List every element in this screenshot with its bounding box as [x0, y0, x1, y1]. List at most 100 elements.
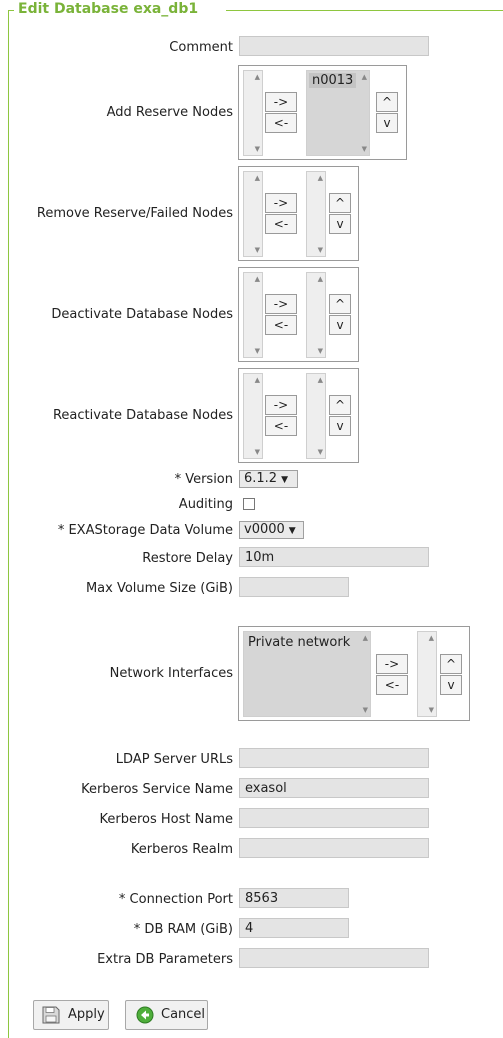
- move-up-button[interactable]: ^: [376, 92, 398, 112]
- apply-button[interactable]: Apply: [33, 1000, 109, 1030]
- scroll-up-icon[interactable]: ▲: [428, 634, 434, 642]
- move-right-button[interactable]: ->: [376, 654, 408, 674]
- chevron-down-icon: ▼: [288, 526, 296, 536]
- kerberos-service-label: Kerberos Service Name: [81, 782, 233, 797]
- deactivate-label: Deactivate Database Nodes: [51, 307, 233, 322]
- available-list[interactable]: ▲ ▼: [243, 70, 263, 156]
- move-down-button[interactable]: v: [329, 214, 351, 234]
- move-up-button[interactable]: ^: [329, 193, 351, 213]
- scroll-down-icon[interactable]: ▼: [317, 448, 323, 456]
- reactivate-label: Reactivate Database Nodes: [52, 408, 233, 423]
- move-down-button[interactable]: v: [440, 675, 462, 695]
- move-right-button[interactable]: ->: [265, 193, 297, 213]
- scroll-down-icon[interactable]: ▼: [428, 706, 434, 714]
- comment-label: Comment: [169, 40, 233, 55]
- floppy-disk-icon: [42, 1006, 60, 1024]
- move-left-button[interactable]: <-: [376, 675, 408, 695]
- reactivate-widget: ▲ ▼ -> <- ▲ ▼ ^ v: [238, 368, 359, 463]
- list-item[interactable]: Private network: [248, 635, 351, 650]
- move-down-button[interactable]: v: [329, 416, 351, 436]
- chevron-down-icon: ▼: [281, 475, 288, 485]
- scroll-up-icon[interactable]: ▲: [254, 174, 260, 182]
- ldap-input[interactable]: [239, 748, 429, 768]
- connection-port-input[interactable]: [239, 888, 349, 908]
- move-up-button[interactable]: ^: [329, 294, 351, 314]
- auditing-checkbox[interactable]: [243, 498, 255, 510]
- selected-list[interactable]: ▲ ▼: [306, 171, 326, 257]
- scroll-up-icon[interactable]: ▲: [362, 634, 368, 642]
- move-left-button[interactable]: <-: [265, 315, 297, 335]
- scroll-up-icon[interactable]: ▲: [317, 275, 323, 283]
- back-arrow-icon: [136, 1006, 154, 1024]
- selected-list[interactable]: ▲ ▼: [306, 373, 326, 459]
- fieldset-border-top: [226, 10, 503, 11]
- add-reserve-label: Add Reserve Nodes: [106, 105, 233, 120]
- move-left-button[interactable]: <-: [265, 214, 297, 234]
- db-ram-input[interactable]: [239, 918, 349, 938]
- kerberos-realm-label: Kerberos Realm: [130, 842, 233, 857]
- move-left-button[interactable]: <-: [265, 416, 297, 436]
- scroll-down-icon[interactable]: ▼: [254, 448, 260, 456]
- available-list[interactable]: Private network ▲ ▼: [243, 631, 371, 717]
- data-volume-label: * EXAStorage Data Volume: [57, 523, 233, 538]
- scroll-down-icon[interactable]: ▼: [317, 347, 323, 355]
- network-interfaces-widget: Private network ▲ ▼ -> <- ▲ ▼ ^ v: [238, 626, 470, 721]
- comment-input[interactable]: [239, 36, 429, 56]
- scroll-up-icon[interactable]: ▲: [254, 275, 260, 283]
- cancel-button[interactable]: Cancel: [125, 1000, 208, 1030]
- move-down-button[interactable]: v: [376, 113, 398, 133]
- max-volume-input[interactable]: [239, 577, 349, 597]
- max-volume-label: Max Volume Size (GiB): [85, 581, 233, 596]
- scroll-up-icon[interactable]: ▲: [361, 73, 367, 81]
- move-right-button[interactable]: ->: [265, 395, 297, 415]
- move-up-button[interactable]: ^: [329, 395, 351, 415]
- scroll-up-icon[interactable]: ▲: [254, 73, 260, 81]
- data-volume-select[interactable]: v0000▼: [239, 521, 304, 539]
- scroll-up-icon[interactable]: ▲: [254, 376, 260, 384]
- move-down-button[interactable]: v: [329, 315, 351, 335]
- remove-reserve-widget: ▲ ▼ -> <- ▲ ▼ ^ v: [238, 166, 359, 261]
- extra-params-input[interactable]: [239, 948, 429, 968]
- extra-params-label: Extra DB Parameters: [97, 952, 233, 967]
- data-volume-value: v0000: [244, 522, 285, 537]
- apply-label: Apply: [68, 1007, 105, 1022]
- scroll-down-icon[interactable]: ▼: [254, 347, 260, 355]
- scroll-up-icon[interactable]: ▲: [317, 376, 323, 384]
- fieldset-border-top: [8, 10, 14, 11]
- move-right-button[interactable]: ->: [265, 92, 297, 112]
- version-value: 6.1.2: [244, 471, 278, 486]
- add-reserve-widget: ▲ ▼ -> <- n0013 ▲ ▼ ^ v: [238, 65, 407, 160]
- move-up-button[interactable]: ^: [440, 654, 462, 674]
- auditing-label: Auditing: [178, 497, 233, 512]
- move-left-button[interactable]: <-: [265, 113, 297, 133]
- available-list[interactable]: ▲ ▼: [243, 171, 263, 257]
- scroll-up-icon[interactable]: ▲: [317, 174, 323, 182]
- kerberos-realm-input[interactable]: [239, 838, 429, 858]
- kerberos-service-input[interactable]: [239, 778, 429, 798]
- selected-list[interactable]: n0013 ▲ ▼: [306, 70, 370, 156]
- fieldset-border: [8, 10, 9, 1038]
- scroll-down-icon[interactable]: ▼: [254, 246, 260, 254]
- remove-reserve-label: Remove Reserve/Failed Nodes: [36, 206, 233, 221]
- ldap-label: LDAP Server URLs: [115, 752, 233, 767]
- form-legend: Edit Database exa_db1: [18, 1, 199, 17]
- restore-delay-label: Restore Delay: [142, 551, 233, 566]
- selected-list[interactable]: ▲ ▼: [306, 272, 326, 358]
- deactivate-widget: ▲ ▼ -> <- ▲ ▼ ^ v: [238, 267, 359, 362]
- scroll-down-icon[interactable]: ▼: [254, 145, 260, 153]
- available-list[interactable]: ▲ ▼: [243, 272, 263, 358]
- list-item[interactable]: n0013: [309, 73, 357, 88]
- version-select[interactable]: 6.1.2▼: [239, 470, 298, 488]
- restore-delay-input[interactable]: [239, 547, 429, 567]
- db-ram-label: * DB RAM (GiB): [133, 922, 233, 937]
- available-list[interactable]: ▲ ▼: [243, 373, 263, 459]
- scroll-down-icon[interactable]: ▼: [362, 706, 368, 714]
- kerberos-host-label: Kerberos Host Name: [99, 812, 233, 827]
- scroll-down-icon[interactable]: ▼: [361, 145, 367, 153]
- network-interfaces-label: Network Interfaces: [109, 666, 233, 681]
- connection-port-label: * Connection Port: [118, 892, 233, 907]
- move-right-button[interactable]: ->: [265, 294, 297, 314]
- kerberos-host-input[interactable]: [239, 808, 429, 828]
- selected-list[interactable]: ▲ ▼: [417, 631, 437, 717]
- scroll-down-icon[interactable]: ▼: [317, 246, 323, 254]
